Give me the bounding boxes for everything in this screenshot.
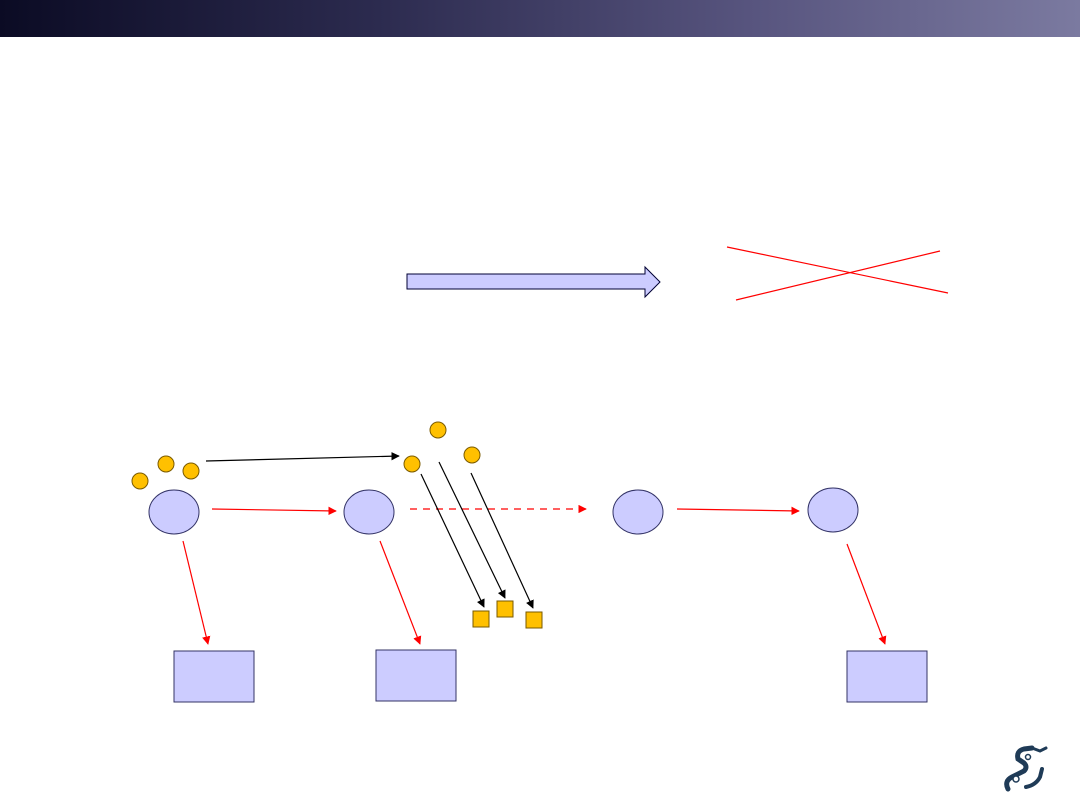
token-arrow-b	[438, 461, 506, 599]
robot-arm-icon	[1004, 745, 1048, 792]
token-square-2	[496, 600, 514, 618]
state-node-1	[148, 489, 200, 535]
token-4	[429, 421, 447, 439]
state-node-3	[612, 489, 664, 535]
output-box-1	[173, 650, 255, 703]
red-cross-mark	[726, 246, 949, 301]
token-transfer-arrow	[205, 451, 400, 462]
token-6	[463, 446, 481, 464]
state-node-2	[343, 489, 395, 535]
token-1	[131, 472, 149, 490]
edge-node2-box	[379, 540, 422, 645]
edge-node4-box	[846, 543, 887, 645]
token-3	[182, 462, 200, 480]
output-box-2	[375, 649, 457, 702]
token-2	[157, 455, 175, 473]
token-square-3	[525, 611, 543, 629]
token-arrow-a	[420, 473, 485, 608]
token-5	[403, 455, 421, 473]
token-arrow-c	[470, 472, 534, 609]
flow-arrow	[406, 265, 661, 299]
edge-node1-box	[182, 540, 211, 645]
state-node-4	[807, 487, 859, 533]
token-square-1	[472, 610, 490, 628]
output-box-3	[846, 650, 928, 703]
edge-3-4	[676, 506, 800, 516]
title-bar	[0, 0, 1080, 37]
edge-1-2	[211, 506, 337, 516]
